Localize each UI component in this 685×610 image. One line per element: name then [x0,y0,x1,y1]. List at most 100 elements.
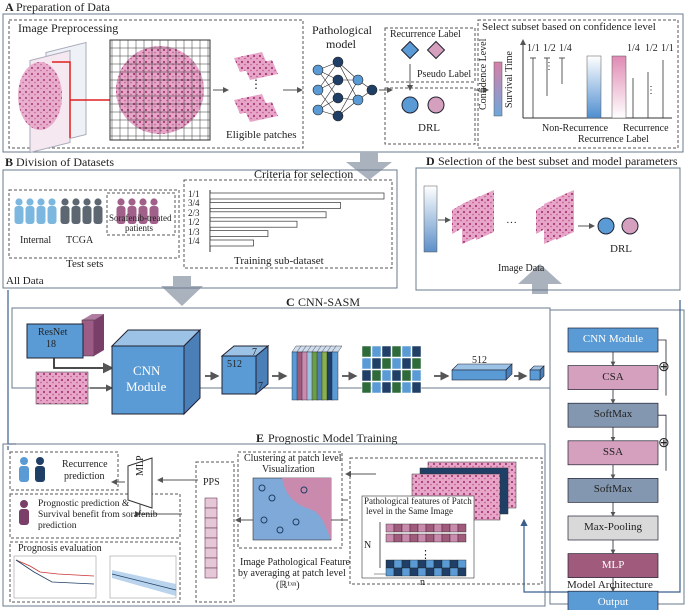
resnet-label-1: ResNet [38,327,68,338]
fraction-left-ellipsis: ⋮ [544,61,554,72]
patch-ellipsis: ⋮ [250,77,262,91]
section-c-graphics [11,307,685,605]
feature-cell [409,567,419,577]
feature-grid-cell [371,381,382,394]
d-ellipsis: ··· [506,217,517,229]
architecture-caption: Model Architecture [567,579,653,591]
recurrence-label-text: Recurrence Label [390,29,461,40]
section-c-title: CNN-SASM [298,295,361,309]
architecture-module-label: SoftMax [593,483,633,496]
eligible-patches-stack [234,52,278,122]
dim-7b-label: 7 [258,381,263,392]
feature-cell [449,559,459,569]
recurrence-axis-label: Recurrence [623,123,669,134]
pps-cell [204,497,218,509]
cluster-point [276,526,284,534]
feature-grid-cell [391,357,402,370]
person-body [116,206,126,224]
person-head [37,198,45,206]
feature-grid-cell [371,345,382,358]
pps-cell [204,567,218,579]
feature-cell [385,567,395,577]
feature-cell [401,523,411,533]
pps-cell [204,547,218,559]
feature-grid-cell [361,345,372,358]
pseudo-label-text: Pseudo Label [417,69,472,80]
feature-grid-cell [401,345,412,358]
sorafenib-label-2: patients [125,223,153,233]
person-body [14,206,24,224]
architecture-module-box [567,440,659,466]
all-data-label: All Data [6,275,44,287]
architecture-module-box [567,365,659,390]
criteria-bar [209,230,269,237]
fraction-right-3: 1/1 [661,43,674,54]
flow-arrows [161,152,562,306]
feature-grid-cell [401,369,412,382]
feature-grid-cell [381,357,392,370]
feature-cell [433,533,443,543]
feature-grid-cell [361,369,372,382]
pps-cell [204,507,218,519]
feature-cell [409,559,419,569]
drl-circle-pink [427,96,445,114]
architecture-module-label: Output [597,596,629,609]
feature-grid-cell [381,345,392,358]
architecture-module-box [567,553,659,578]
feature-cell [449,567,459,577]
feature-grid-cell [371,357,382,370]
prognostic-prediction-1: Prognostic prediction & [38,499,130,509]
feature-cell [441,523,451,533]
section-a-graphics [2,13,684,154]
section-e-graphics [2,443,546,607]
architecture-boxes [567,327,659,610]
pps-cell [204,517,218,529]
feature-grid-cell [411,345,422,358]
feature-map-stacks [291,345,422,401]
feature-cell [417,533,427,543]
architecture-module-label: SSA [602,445,624,458]
recurrence-prediction-1: Recurrence [62,459,108,470]
fraction-left-3: 1/4 [559,43,572,54]
person-body [47,206,57,224]
fraction-left-1: 1/1 [527,43,540,54]
fraction-right-ellipsis: ⋮ [646,85,656,96]
feature-cell [433,523,443,533]
architecture-module-box [567,478,659,503]
feature-cell [393,523,403,533]
person-body [82,206,92,224]
pathological-model-label-1: Pathological [312,23,372,37]
feature-grid-cell [391,369,402,382]
person-head [61,198,69,206]
feature-cell [409,533,419,543]
cnn-module-label-2: Module [126,379,167,394]
person-head [26,198,34,206]
plus-icon-1: ⊕ [658,360,670,375]
neural-network-icon [312,56,378,122]
architecture-module-label: MLP [601,558,625,571]
criteria-bar [209,202,341,209]
architecture-connectors [610,339,667,593]
feature-cell [425,567,435,577]
criteria-bar [209,220,298,228]
feature-cell [393,567,403,577]
cluster-point [300,486,308,494]
person-body [71,206,81,224]
feature-grid-cell [361,357,372,370]
cluster-point [258,484,266,492]
recurrence-prediction-2: prediction [64,471,105,482]
fraction-right-1: 1/4 [627,43,640,54]
feature-cell [409,523,419,533]
image-feature-label-3: (ℝ¹ˣⁿ) [276,580,300,591]
feature-cell [449,533,459,543]
feature-cell [457,567,467,577]
person-head [117,198,125,206]
fc-512-label: 512 [472,355,487,366]
feature-cell [433,567,443,577]
section-a-letter: A [5,0,14,14]
person-body [36,206,46,224]
architecture-module-label: CNN Module [582,333,644,345]
d-drl-circle-blue [597,217,615,235]
cluster-point [260,516,268,524]
criteria-title: Criteria for selection [254,167,354,181]
